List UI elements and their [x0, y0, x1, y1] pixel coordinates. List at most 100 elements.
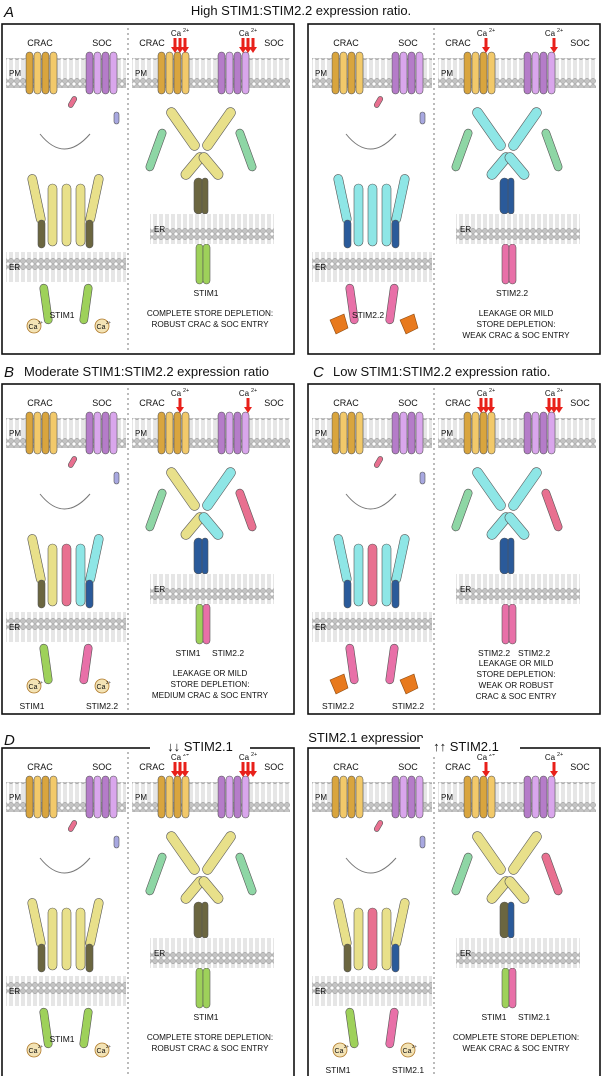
- plasma-membrane-right: [438, 782, 596, 812]
- calcium-superscript: 2+: [489, 752, 495, 758]
- caption-line: LEAKAGE OR MILD: [479, 659, 554, 668]
- er-membrane-left: [6, 976, 126, 1006]
- calcium-superscript: 2+: [251, 388, 257, 394]
- er-label: ER: [9, 987, 20, 996]
- pink-segment: [67, 456, 78, 468]
- stim-active-right-label: STIM2.2: [518, 648, 550, 658]
- calcium-ion-right: Ca2+: [400, 1042, 418, 1058]
- calcium-superscript: 2+: [251, 28, 257, 34]
- panel-c-title: Low STIM1:STIM2.2 expression ratio.: [333, 364, 550, 379]
- er-label-active: ER: [460, 225, 471, 234]
- caption-line: WEAK CRAC & SOC ENTRY: [462, 1044, 570, 1053]
- activated-stim-dimer: [451, 831, 563, 1009]
- activated-stim-dimer: [145, 107, 257, 285]
- ef-hand-left: [329, 313, 349, 335]
- ion-label: Ca: [97, 684, 106, 691]
- pink-segment: [373, 456, 384, 468]
- caption-line: COMPLETE STORE DEPLETION:: [147, 1033, 273, 1042]
- soc-channel-left: [391, 51, 424, 95]
- calcium-ion-right: Ca2+: [94, 678, 112, 694]
- pm-label-active: PM: [441, 429, 453, 438]
- panel-letter-c: C: [313, 364, 324, 381]
- panel-letter-b: B: [4, 364, 14, 381]
- calcium-label: Ca: [545, 753, 556, 762]
- caption-line: STORE DEPLETION:: [476, 670, 555, 679]
- ion-superscript: 2+: [38, 680, 44, 685]
- stim-active-left-label: STIM1: [175, 648, 200, 658]
- ion-label: Ca: [29, 1048, 38, 1055]
- er-label: ER: [315, 623, 326, 632]
- crac-label: CRAC: [27, 38, 53, 48]
- er-membrane-right: [150, 938, 274, 968]
- calcium-label: Ca: [171, 29, 182, 38]
- caption-line: CRAC & SOC ENTRY: [476, 692, 557, 701]
- er-membrane-right: [150, 214, 274, 244]
- soc-label-active: SOC: [264, 398, 284, 408]
- stim-right-label: STIM2.2: [86, 701, 118, 711]
- caption-line: COMPLETE STORE DEPLETION:: [453, 1033, 579, 1042]
- crac-channel-left: [25, 51, 58, 95]
- pm-label-active: PM: [135, 69, 147, 78]
- panel-letter-d: D: [4, 732, 15, 749]
- calcium-superscript: 2+: [251, 752, 257, 758]
- soc-label: SOC: [92, 398, 112, 408]
- crac-label-active: CRAC: [139, 38, 165, 48]
- ion-label: Ca: [403, 1048, 412, 1055]
- activated-stim-dimer: [451, 467, 563, 645]
- ion-superscript: 2+: [38, 1044, 44, 1049]
- ef-hand-left: [329, 673, 349, 695]
- calcium-label: Ca: [239, 29, 250, 38]
- lavender-segment: [113, 471, 120, 485]
- er-label-active: ER: [154, 949, 165, 958]
- calcium-superscript: 2+: [183, 752, 189, 758]
- crac-label-active: CRAC: [139, 762, 165, 772]
- caption-line: ROBUST CRAC & SOC ENTRY: [151, 1044, 269, 1053]
- stim-active-right-label: STIM2.2: [212, 648, 244, 658]
- stim-active-label: STIM1: [193, 288, 218, 298]
- calcium-ion-left: Ca2+: [26, 318, 44, 334]
- calcium-ion-left: Ca2+: [332, 1042, 350, 1058]
- pm-label: PM: [9, 69, 21, 78]
- ion-superscript: 2+: [106, 1044, 112, 1049]
- resting-stim-dimer: [333, 133, 410, 325]
- crac-label-active: CRAC: [139, 398, 165, 408]
- pm-label: PM: [9, 429, 21, 438]
- er-membrane-right: [456, 214, 580, 244]
- plasma-membrane-right: [132, 58, 290, 88]
- pink-segment: [67, 820, 78, 832]
- pm-label: PM: [315, 69, 327, 78]
- calcium-ion-left: Ca2+: [26, 1042, 44, 1058]
- caption-line: LEAKAGE OR MILD: [173, 669, 248, 678]
- calcium-superscript: 2+: [183, 28, 189, 34]
- crac-channel-left: [25, 775, 58, 819]
- resting-stim-dimer: [333, 493, 410, 685]
- calcium-ion-right: Ca2+: [94, 1042, 112, 1058]
- crac-channel-left: [331, 775, 364, 819]
- pm-label: PM: [315, 793, 327, 802]
- caption-line: COMPLETE STORE DEPLETION:: [147, 309, 273, 318]
- soc-channel-right: [523, 51, 556, 95]
- soc-label-active: SOC: [570, 398, 590, 408]
- crac-channel-left: [331, 51, 364, 95]
- soc-channel-right: [217, 51, 250, 95]
- ef-hand-right: [399, 313, 419, 335]
- er-membrane-left: [312, 252, 432, 282]
- er-membrane-left: [6, 612, 126, 642]
- ion-superscript: 2+: [38, 320, 44, 325]
- crac-label-active: CRAC: [445, 398, 471, 408]
- panel-letter-a: A: [3, 4, 14, 21]
- ion-superscript: 2+: [344, 1044, 350, 1049]
- ion-label: Ca: [29, 324, 38, 331]
- soc-channel-left: [85, 51, 118, 95]
- panel-d-right-tag: ↑↑ STIM2.1: [433, 739, 499, 754]
- lavender-segment: [419, 111, 426, 125]
- panel-b-title: Moderate STIM1:STIM2.2 expression ratio: [24, 364, 269, 379]
